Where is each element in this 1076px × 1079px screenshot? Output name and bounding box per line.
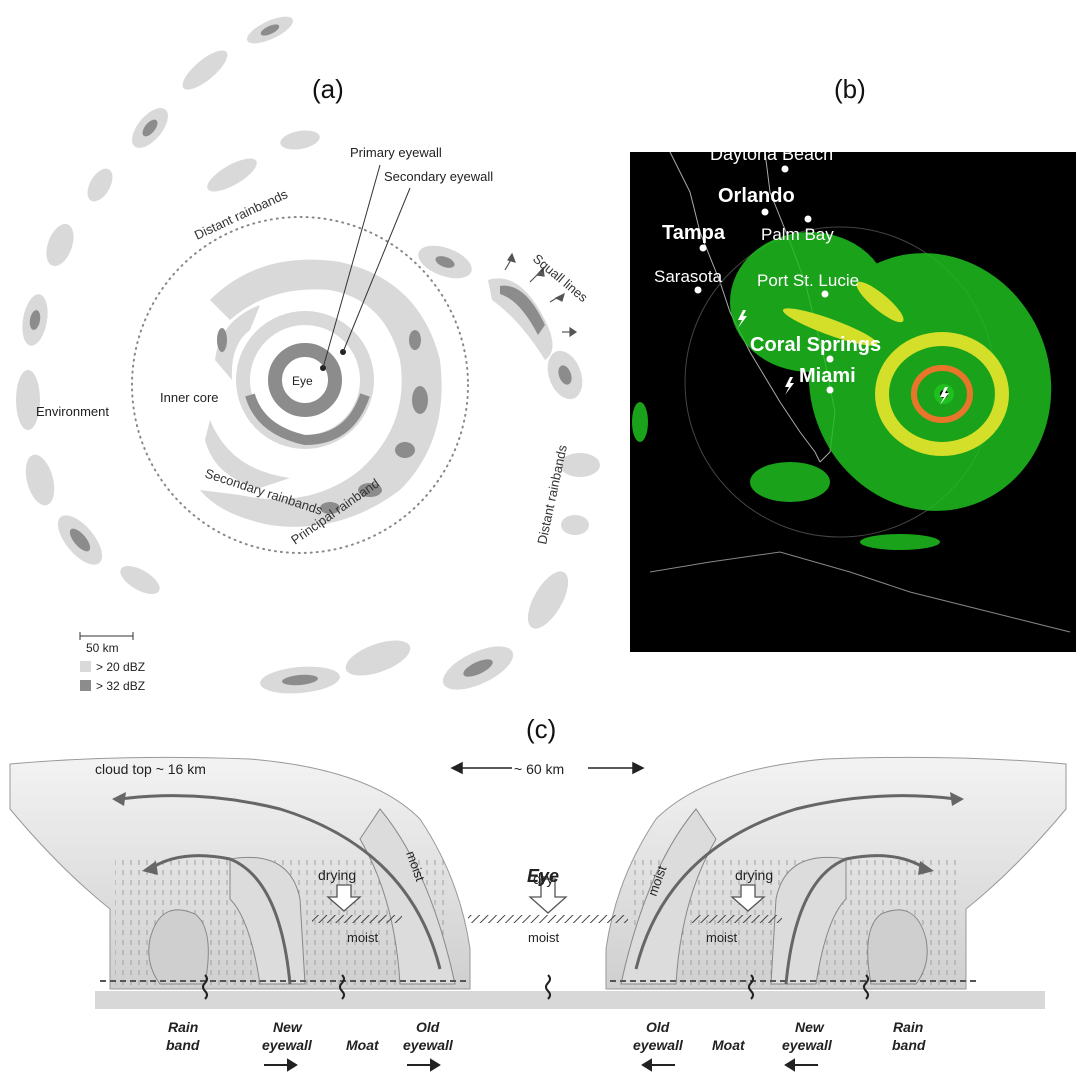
width-arrow <box>450 761 645 775</box>
old-eyewall-right-1: Old <box>646 1019 670 1035</box>
panel-b-radar: Daytona Beach Orlando Tampa Palm Bay Sar… <box>630 152 1076 652</box>
rain-band-left-2: band <box>166 1037 200 1053</box>
rain-band-right-2: band <box>892 1037 926 1053</box>
drying-left-label: drying <box>318 867 356 883</box>
city-sarasota: Sarasota <box>654 267 723 286</box>
squall-line <box>488 278 553 360</box>
width-label: ~ 60 km <box>514 761 564 777</box>
secondary-eyewall-label: Secondary eyewall <box>384 169 493 184</box>
distant-rainbands-cores <box>29 24 572 686</box>
precipitation-light <box>632 232 1052 550</box>
moist-low-left-label: moist <box>347 930 378 945</box>
panel-a-diagram: Primary eyewall Secondary eyewall Distan… <box>16 16 600 694</box>
surface-band <box>95 991 1045 1009</box>
squall-arrows <box>504 252 578 338</box>
left-rainband-cloud <box>148 909 209 985</box>
city-daytona-beach: Daytona Beach <box>710 152 833 164</box>
panel-a-label: (a) <box>312 74 344 104</box>
cloud-top-label: cloud top ~ 16 km <box>95 761 206 777</box>
panel-c-label: (c) <box>526 714 557 744</box>
scale-bar: 50 km <box>79 632 134 655</box>
primary-eyewall-label: Primary eyewall <box>350 145 442 160</box>
city-tampa: Tampa <box>662 222 726 244</box>
old-eyewall-right-2: eyewall <box>633 1037 684 1053</box>
inner-core-label: Inner core <box>160 390 219 405</box>
legend-label-light: > 20 dBZ <box>96 660 145 674</box>
svg-text:50 km: 50 km <box>86 641 119 655</box>
moat-right: Moat <box>712 1037 746 1053</box>
legend: > 20 dBZ > 32 dBZ <box>80 660 145 693</box>
city-coral-springs: Coral Springs <box>750 334 881 356</box>
old-eyewall-left-2: eyewall <box>403 1037 454 1053</box>
left-moat-inversion <box>312 915 402 923</box>
dry-label: dry <box>533 871 554 888</box>
lightning-icon <box>738 310 949 405</box>
new-eyewall-right-1: New <box>795 1019 825 1035</box>
secondary-rainband-cores <box>217 328 428 514</box>
outflow-arrowheads <box>112 792 964 875</box>
eyewall-motion-arrows <box>264 1058 818 1072</box>
subsidence-arrows <box>326 878 766 914</box>
cuba-coastline <box>649 551 1071 633</box>
legend-swatch-dark <box>80 680 91 691</box>
surface-flux-icons <box>202 974 869 1000</box>
right-rainband-cloud <box>867 909 928 985</box>
right-moat-inversion <box>692 915 782 923</box>
panel-b-label: (b) <box>834 74 866 104</box>
moist-low-right-label: moist <box>706 930 737 945</box>
city-orlando: Orlando <box>718 185 795 207</box>
eyewalls <box>236 311 374 449</box>
new-eyewall-right-2: eyewall <box>782 1037 833 1053</box>
rain-band-left-1: Rain <box>168 1019 198 1035</box>
rain-band-right-1: Rain <box>893 1019 923 1035</box>
precipitation-moderate <box>782 281 1009 456</box>
city-markers <box>694 165 834 394</box>
panel-c-diagram: cloud top ~ 16 km ~ 60 km Eye moist mois… <box>9 756 1067 1072</box>
legend-label-dark: > 32 dBZ <box>96 679 145 693</box>
legend-swatch-light <box>80 661 91 672</box>
moat-left: Moat <box>346 1037 380 1053</box>
secondary-rainbands <box>200 259 442 527</box>
secondary-eyewall-leader <box>342 187 411 353</box>
city-port-st-lucie: Port St. Lucie <box>757 271 859 290</box>
new-eyewall-left-2: eyewall <box>262 1037 313 1053</box>
eye-label-c: Eye <box>527 866 559 886</box>
city-miami: Miami <box>799 365 856 387</box>
drying-right-label: drying <box>735 867 773 883</box>
inner-core-boundary <box>131 216 469 554</box>
outflow-arrows <box>119 794 957 985</box>
distant-rainbands-label-top: Distant rainbands <box>192 186 290 243</box>
bottom-labels: Rain band New eyewall Moat Old eyewall O… <box>166 1019 926 1053</box>
moist-center-label: moist <box>528 930 559 945</box>
eye-inversion <box>468 915 628 923</box>
eye-label: Eye <box>292 374 313 388</box>
environment-label: Environment <box>36 404 109 419</box>
city-palm-bay: Palm Bay <box>761 225 834 244</box>
new-eyewall-left-1: New <box>273 1019 303 1035</box>
primary-eyewall-leader <box>322 164 381 369</box>
old-eyewall-left-1: Old <box>416 1019 440 1035</box>
